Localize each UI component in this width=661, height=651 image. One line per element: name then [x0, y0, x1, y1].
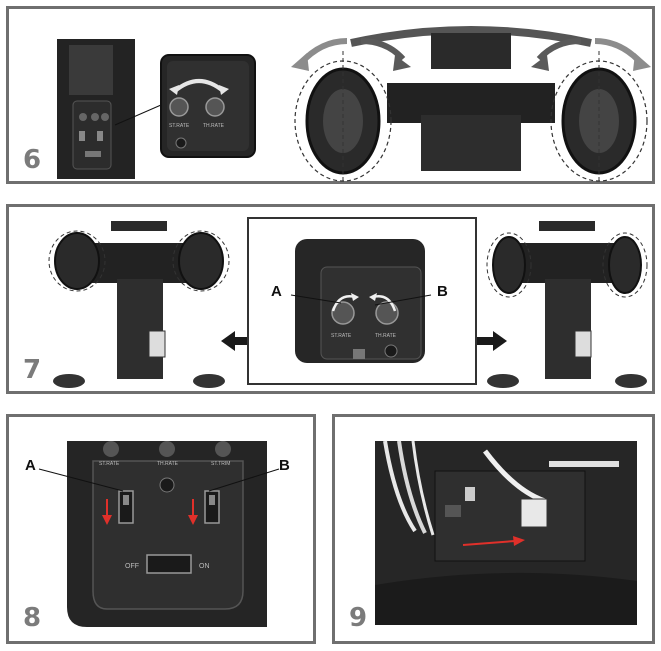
transmitter-illustration: ST.RATE TH.RATE [57, 39, 256, 179]
callout-lines-8 [38, 468, 280, 492]
step-8-panel: 8 ST.RATE TH.RATE ST.TRIM OFF ON A B [6, 414, 316, 644]
switch-panel-illustration: ST.RATE TH.RATE ST.TRIM OFF ON [67, 441, 267, 627]
callout-lines-7 [290, 294, 432, 306]
arrow-left [221, 331, 251, 351]
off-label: OFF [125, 563, 139, 570]
step-6-panel: 6 ST.RATE TH.RATE [6, 6, 655, 184]
on-label: ON [199, 563, 210, 570]
svg-text:TH.RATE: TH.RATE [157, 461, 179, 467]
svg-text:ST.RATE: ST.RATE [169, 123, 190, 129]
dial-inset-illustration: ST.RATE TH.RATE [295, 239, 425, 363]
svg-text:ST.RATE: ST.RATE [331, 333, 352, 339]
callout-b-dial: B [437, 283, 448, 300]
dial-turn-arrows [331, 293, 397, 312]
dial-inset-box: ST.RATE TH.RATE A B [247, 217, 477, 385]
step-number-6: 6 [23, 145, 42, 175]
truck-rear-right-illustration [486, 221, 648, 388]
step-9-panel: 9 [332, 414, 655, 644]
truck-rear-left-illustration [48, 221, 230, 388]
svg-text:ST.TRIM: ST.TRIM [211, 461, 230, 467]
svg-text:TH.RATE: TH.RATE [203, 123, 225, 129]
arrow-right [477, 331, 507, 351]
step-7-panel: 7 ST.RATE TH.RATE [6, 204, 655, 394]
callout-b-switch: B [279, 457, 290, 474]
step-number-8: 8 [23, 603, 42, 633]
step-number-7: 7 [23, 355, 42, 385]
svg-text:TH.RATE: TH.RATE [375, 333, 397, 339]
callout-a-dial: A [271, 283, 282, 300]
truck-front-illustration [291, 26, 651, 182]
battery-connector-illustration [375, 440, 637, 625]
step-number-9: 9 [349, 603, 368, 633]
callout-a-switch: A [25, 457, 36, 474]
svg-text:ST.RATE: ST.RATE [99, 461, 120, 467]
dial-rotate-arrow [169, 79, 229, 95]
